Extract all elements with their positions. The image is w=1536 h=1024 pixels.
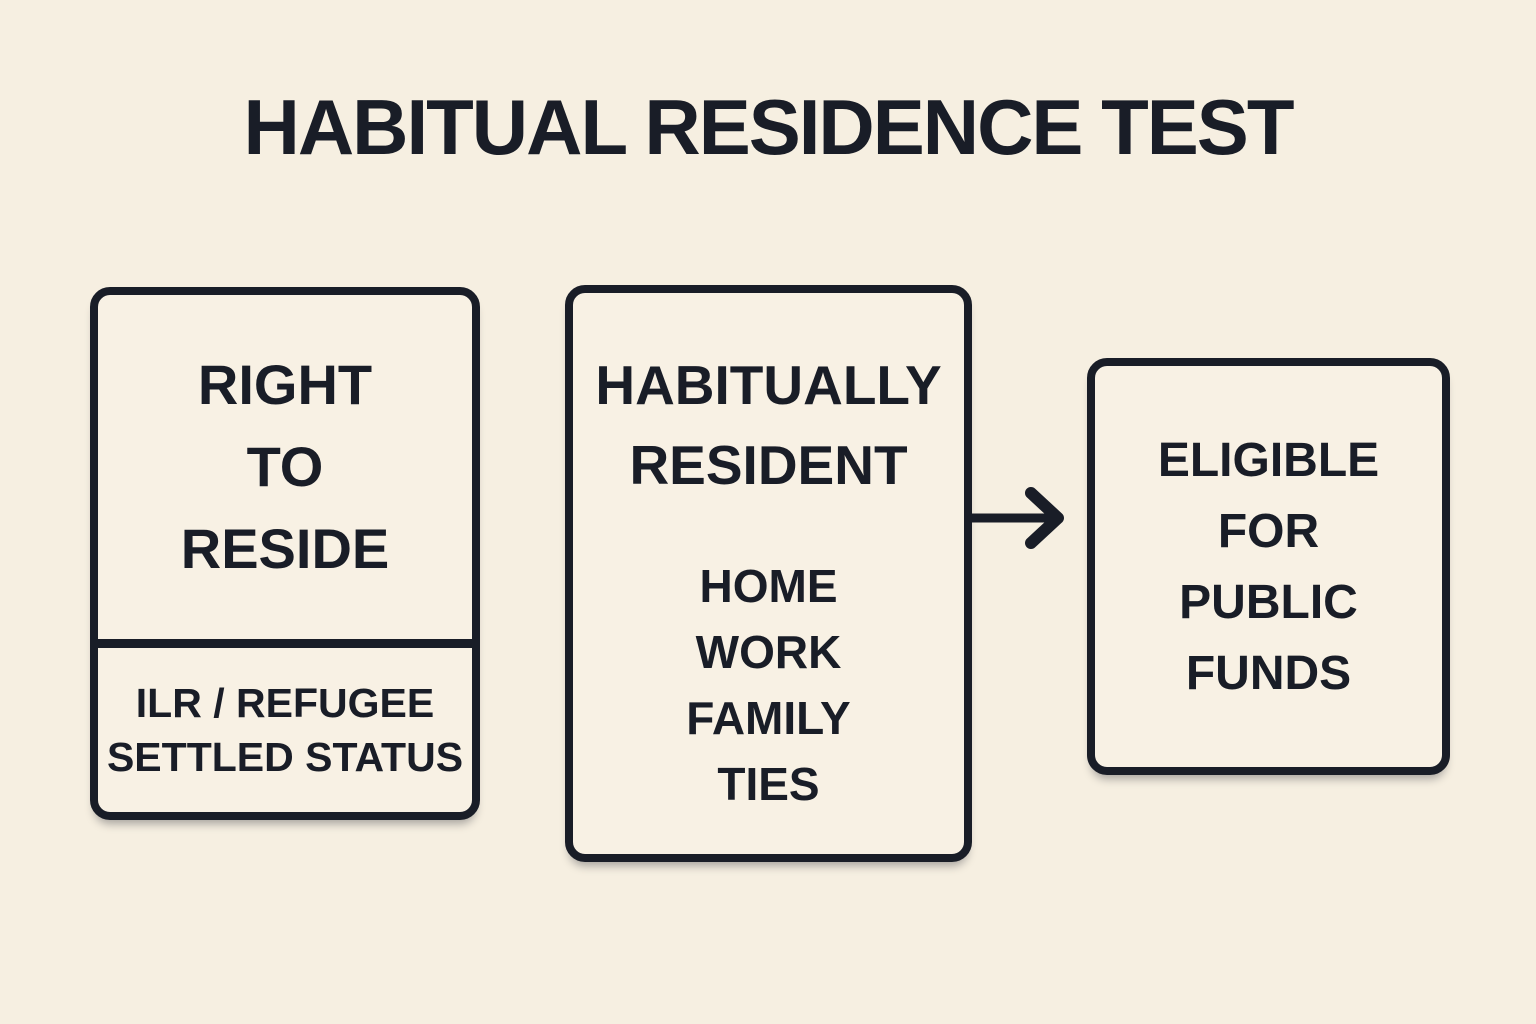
title-line: RESIDENT xyxy=(629,434,908,496)
factor-line: WORK xyxy=(695,626,842,678)
example-line: ILR / REFUGEE xyxy=(135,680,435,726)
habitually-resident-title: HABITUALLY RESIDENT xyxy=(595,345,941,505)
title-line: TO xyxy=(246,435,324,498)
title-line: RESIDE xyxy=(180,517,390,580)
factor-line: TIES xyxy=(717,758,820,810)
title-line: ELIGIBLE xyxy=(1157,433,1380,487)
title-line: FUNDS xyxy=(1185,646,1352,700)
title-line: HABITUALLY xyxy=(595,354,942,416)
title-line: FOR xyxy=(1217,504,1320,558)
title-line: RIGHT xyxy=(197,353,373,416)
box-habitually-resident: HABITUALLY RESIDENT HOME WORK FAMILY TIE… xyxy=(565,285,972,862)
flow-arrow-icon xyxy=(967,487,1064,549)
box-right-to-reside: RIGHT TO RESIDE ILR / REFUGEE SETTLED ST… xyxy=(90,287,480,820)
right-to-reside-examples: ILR / REFUGEE SETTLED STATUS xyxy=(98,648,472,812)
example-line: SETTLED STATUS xyxy=(106,734,464,780)
page-title: HABITUAL RESIDENCE TEST xyxy=(243,83,1295,171)
box-eligible-for-public-funds: ELIGIBLE FOR PUBLIC FUNDS xyxy=(1087,358,1450,775)
title-line: PUBLIC xyxy=(1179,575,1358,629)
factor-line: FAMILY xyxy=(686,692,851,744)
factor-line: HOME xyxy=(699,560,838,612)
right-to-reside-title: RIGHT TO RESIDE xyxy=(98,295,472,648)
habitually-resident-factors: HOME WORK FAMILY TIES xyxy=(686,553,850,817)
